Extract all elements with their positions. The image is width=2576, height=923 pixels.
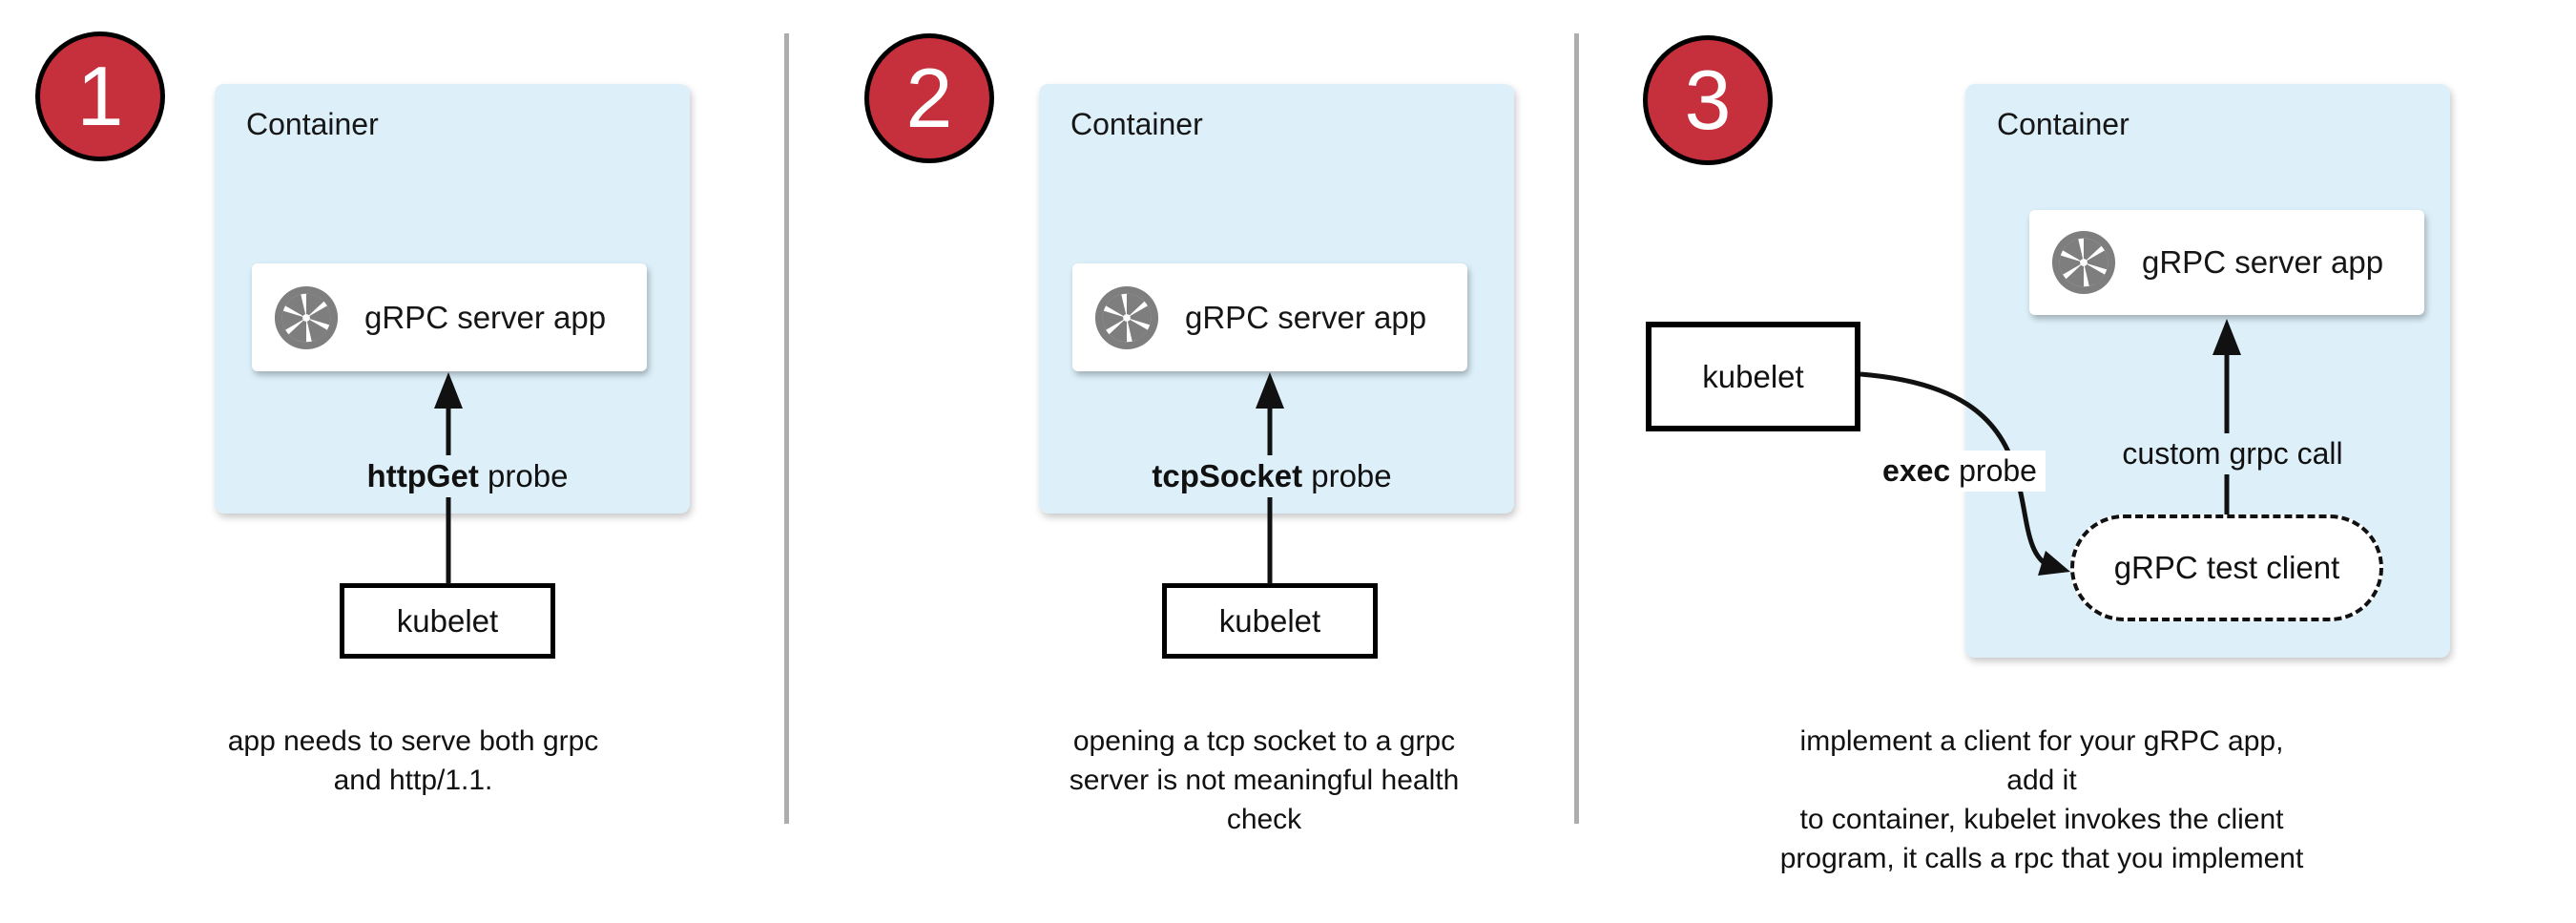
step-number: 3 xyxy=(1684,52,1732,147)
custom-grpc-call-label: custom grpc call xyxy=(2113,433,2352,474)
probe-word: probe xyxy=(478,458,569,493)
probe-word: probe xyxy=(1302,458,1392,493)
grpc-server-app-label: gRPC server app xyxy=(1185,299,1427,335)
grpc-server-app-label: gRPC server app xyxy=(2142,244,2384,280)
caption-line: app needs to serve both grpc xyxy=(227,725,599,757)
caption-1: app needs to serve both grpc and http/1.… xyxy=(213,722,613,800)
caption-2: opening a tcp socket to a grpc server is… xyxy=(1045,722,1484,839)
caption-line: opening a tcp socket to a grpc xyxy=(1072,725,1456,757)
aperture-icon xyxy=(274,285,339,349)
container-label-3: Container xyxy=(1997,107,2129,141)
probe-word: probe xyxy=(1950,453,2037,488)
step-badge-1: 1 xyxy=(35,31,165,161)
caption-line: implement a client for your gRPC app, ad… xyxy=(1799,725,2284,796)
container-label-2: Container xyxy=(1070,107,1203,141)
kubelet-label: kubelet xyxy=(1702,358,1804,394)
grpc-test-client-box: gRPC test client xyxy=(2070,514,2383,621)
kubelet-box-1: kubelet xyxy=(340,583,555,659)
probe-label-2: tcpSocket probe xyxy=(1143,455,1401,497)
caption-3: implement a client for your gRPC app, ad… xyxy=(1775,722,2309,878)
container-label-1: Container xyxy=(246,107,379,141)
step-number: 2 xyxy=(905,51,953,145)
probe-type: exec xyxy=(1882,453,1951,488)
kubelet-label: kubelet xyxy=(396,602,499,639)
step-badge-3: 3 xyxy=(1643,35,1773,165)
caption-line: program, it calls a rpc that you impleme… xyxy=(1779,843,2304,874)
grpc-test-client-label: gRPC test client xyxy=(2113,550,2340,585)
grpc-server-app-box-1: gRPC server app xyxy=(252,263,647,371)
panel-divider-1 xyxy=(784,33,789,824)
panel-divider-2 xyxy=(1574,33,1579,824)
aperture-icon xyxy=(1094,285,1159,349)
step-number: 1 xyxy=(76,49,124,143)
probe-type: tcpSocket xyxy=(1152,458,1303,493)
probe-label-1: httpGet probe xyxy=(358,455,577,497)
caption-line: to container, kubelet invokes the client xyxy=(1799,804,2284,835)
caption-line: server is not meaningful health xyxy=(1069,765,1460,796)
caption-line: and http/1.1. xyxy=(333,765,493,796)
kubelet-box-2: kubelet xyxy=(1162,583,1378,659)
probe-type: httpGet xyxy=(366,458,479,493)
grpc-server-app-box-2: gRPC server app xyxy=(1072,263,1467,371)
step-badge-2: 2 xyxy=(864,33,994,163)
caption-line: check xyxy=(1226,804,1302,835)
exec-probe-label: exec probe xyxy=(1874,451,2046,492)
grpc-server-app-label: gRPC server app xyxy=(364,299,607,335)
grpc-server-app-box-3: gRPC server app xyxy=(2029,210,2424,315)
aperture-icon xyxy=(2051,230,2116,295)
kubelet-label: kubelet xyxy=(1218,602,1321,639)
kubelet-box-3: kubelet xyxy=(1646,322,1860,431)
